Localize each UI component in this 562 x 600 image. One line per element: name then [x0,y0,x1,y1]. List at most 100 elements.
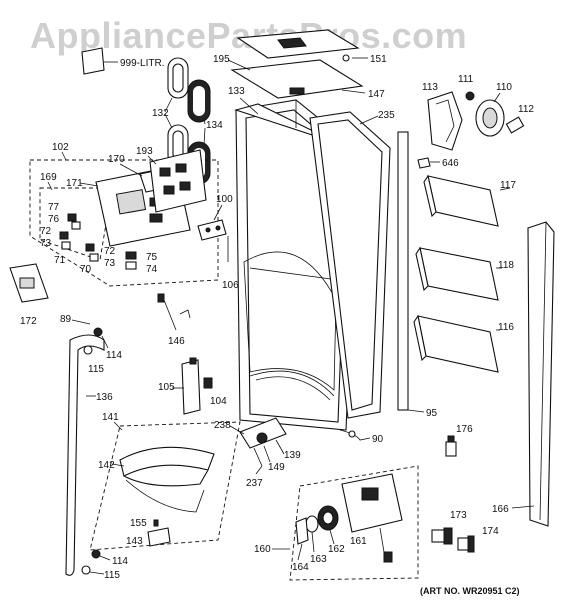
label-237: 237 [246,478,263,489]
label-141: 141 [102,412,119,423]
label-136: 136 [96,392,113,403]
label-117: 117 [500,180,516,191]
hinge-pin-112 [505,116,525,134]
label-171: 171 [66,178,83,189]
screw-151 [342,54,368,62]
label-75: 75 [146,252,158,263]
label-105: 105 [158,382,175,393]
label-70: 70 [80,264,92,275]
label-646: 646 [442,158,459,169]
label-160: 160 [254,544,271,555]
fitting-174 [457,535,475,553]
label-172: 172 [20,316,37,327]
switch-parts [59,213,137,270]
solenoid-valve-161 [341,473,403,563]
label-115a: 115 [88,364,104,375]
hinge-cover-113 [427,91,463,151]
module-172 [9,263,49,303]
label-100: 100 [216,194,233,205]
label-95: 95 [426,408,438,419]
label-90: 90 [372,434,384,445]
bracket-164 [295,517,309,545]
spring-104 [203,377,213,389]
label-151: 151 [370,54,387,65]
label-72b: 72 [104,246,116,257]
label-77: 77 [48,202,60,213]
door-bin-116 [413,314,500,373]
plug-111 [465,91,475,101]
label-999: 999-LITR. [120,58,164,69]
hinge-110 [475,99,505,137]
label-149: 149 [268,462,285,473]
door-handle-166 [511,221,555,527]
fitting-176 [445,435,457,457]
literature-booklet [81,47,118,75]
label-113: 113 [422,82,438,93]
label-147: 147 [368,89,385,100]
cover-105 [181,357,201,415]
motor-162 [317,505,339,531]
art-number: (ART NO. WR20951 C2) [420,586,520,596]
label-71: 71 [54,255,66,266]
sensor-146 [157,293,191,331]
actuator-238 [239,417,287,475]
screw-114-top [93,327,109,349]
label-163: 163 [310,554,327,565]
label-161: 161 [350,536,367,547]
watermark: AppliancePartsPros.com [30,15,467,56]
label-238: 238 [214,420,231,431]
bracket-143 [147,527,171,547]
label-74: 74 [146,264,158,275]
label-72a: 72 [40,226,52,237]
seal-163 [305,515,319,533]
bracket-100 [197,219,227,241]
label-235: 235 [378,110,395,121]
label-146: 146 [168,336,185,347]
door-gasket-235 [309,111,391,419]
label-173: 173 [450,510,467,521]
screw-114-bottom [91,549,111,561]
cap-115-top [83,345,93,355]
wire-90 [339,429,371,441]
label-132: 132 [152,108,169,119]
label-111: 111 [458,74,474,85]
gasket-strip-95 [397,131,425,413]
label-195: 195 [213,54,230,65]
fitting-173 [431,527,453,545]
label-134: 134 [206,120,223,131]
board-193 [149,149,207,213]
label-193: 193 [136,146,153,157]
light-lens-132 [167,57,189,166]
label-118: 118 [498,260,514,271]
label-115b: 115 [104,570,120,581]
valve-group-160 [289,465,419,581]
label-176: 176 [456,424,473,435]
label-133: 133 [228,86,245,97]
clip-155 [153,519,159,527]
clip-646 [417,157,440,169]
label-114b: 114 [112,556,128,567]
control-board-147 [230,59,366,99]
label-114a: 114 [106,350,122,361]
label-155: 155 [130,518,147,529]
label-142: 142 [98,460,115,471]
label-174: 174 [482,526,499,537]
label-164: 164 [292,562,309,573]
label-76: 76 [48,214,60,225]
label-116: 116 [498,322,514,333]
label-170: 170 [108,154,125,165]
cap-115-bottom [81,565,105,575]
top-cover-panel [236,29,360,59]
label-162: 162 [328,544,345,555]
label-73b: 73 [104,258,116,269]
label-110: 110 [496,82,512,93]
label-106: 106 [222,280,239,291]
door-bin-118 [415,246,502,301]
label-102: 102 [52,142,69,153]
label-143: 143 [126,536,143,547]
label-89: 89 [60,314,72,325]
label-73a: 73 [40,238,52,249]
dispenser-tray-group-141 [89,421,241,551]
label-169: 169 [40,172,57,183]
